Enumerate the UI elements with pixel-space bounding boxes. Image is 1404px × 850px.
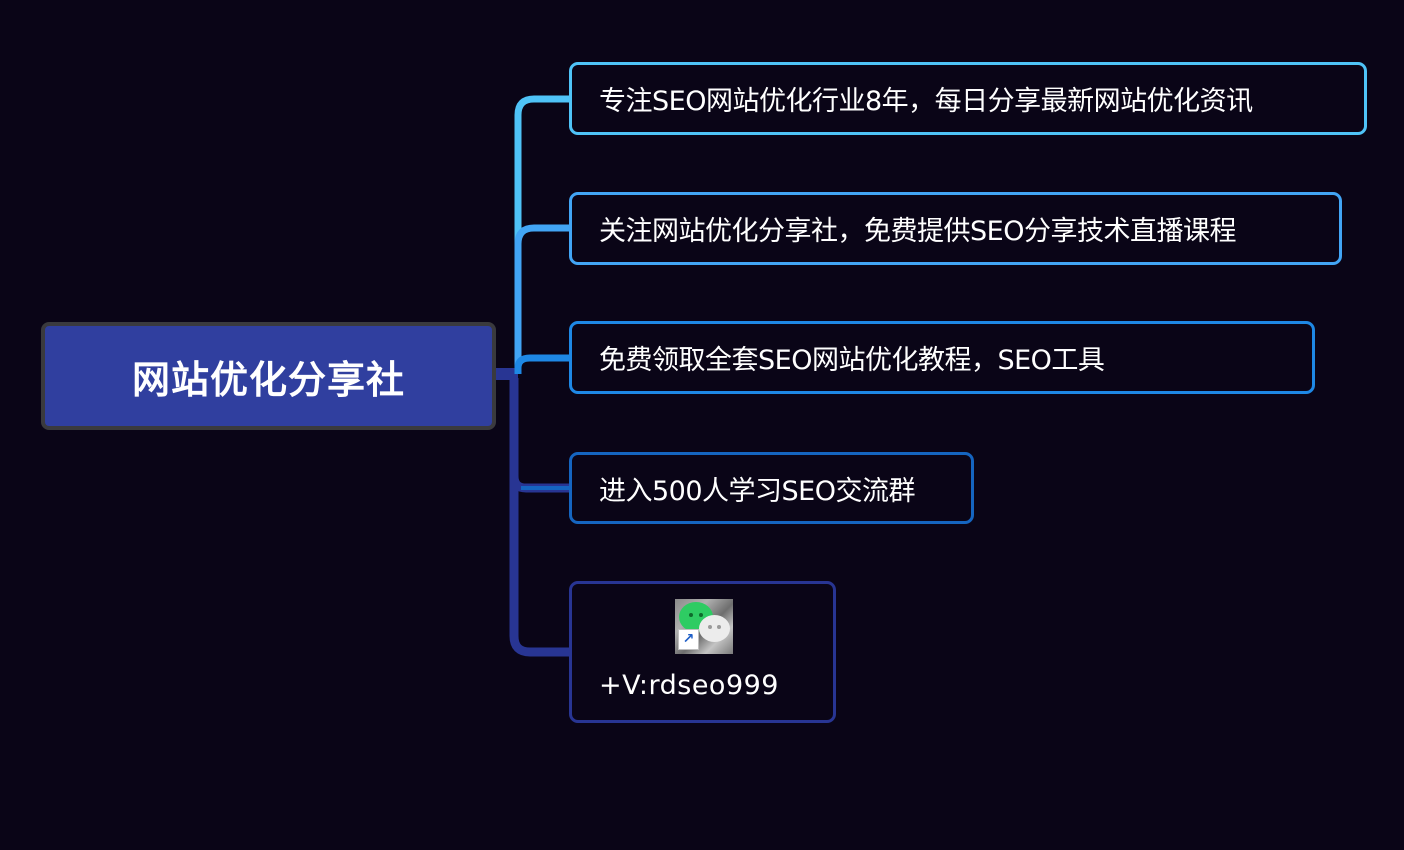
child-node-seo-experience[interactable]: 专注SEO网站优化行业8年，每日分享最新网站优化资讯 bbox=[569, 62, 1367, 135]
wechat-white-bubble-icon bbox=[699, 615, 730, 642]
wechat-id-label: +V:rdseo999 bbox=[599, 670, 779, 701]
wechat-icon[interactable]: ↗ bbox=[675, 599, 733, 654]
child-node-label: 专注SEO网站优化行业8年，每日分享最新网站优化资讯 bbox=[599, 86, 1253, 117]
connector-child-5 bbox=[509, 378, 569, 657]
shortcut-arrow-icon: ↗ bbox=[678, 629, 699, 650]
connector-root-stub bbox=[496, 368, 518, 380]
connector-child-2 bbox=[514, 224, 569, 368]
root-node[interactable]: 网站优化分享社 bbox=[41, 322, 496, 430]
child-node-join-group[interactable]: 进入500人学习SEO交流群 bbox=[569, 452, 974, 524]
child-node-label: 关注网站优化分享社，免费提供SEO分享技术直播课程 bbox=[599, 216, 1236, 247]
child-node-free-tutorials[interactable]: 免费领取全套SEO网站优化教程，SEO工具 bbox=[569, 321, 1315, 394]
root-node-label: 网站优化分享社 bbox=[131, 357, 405, 402]
child-node-live-courses[interactable]: 关注网站优化分享社，免费提供SEO分享技术直播课程 bbox=[569, 192, 1342, 265]
connector-child-3 bbox=[514, 354, 569, 374]
connector-child-4-trunk bbox=[509, 378, 569, 493]
connector-child-1 bbox=[514, 95, 569, 368]
child-node-wechat-contact[interactable]: ↗ +V:rdseo999 bbox=[569, 581, 836, 723]
child-node-label: 进入500人学习SEO交流群 bbox=[599, 475, 916, 507]
child-node-label: 免费领取全套SEO网站优化教程，SEO工具 bbox=[599, 345, 1105, 376]
